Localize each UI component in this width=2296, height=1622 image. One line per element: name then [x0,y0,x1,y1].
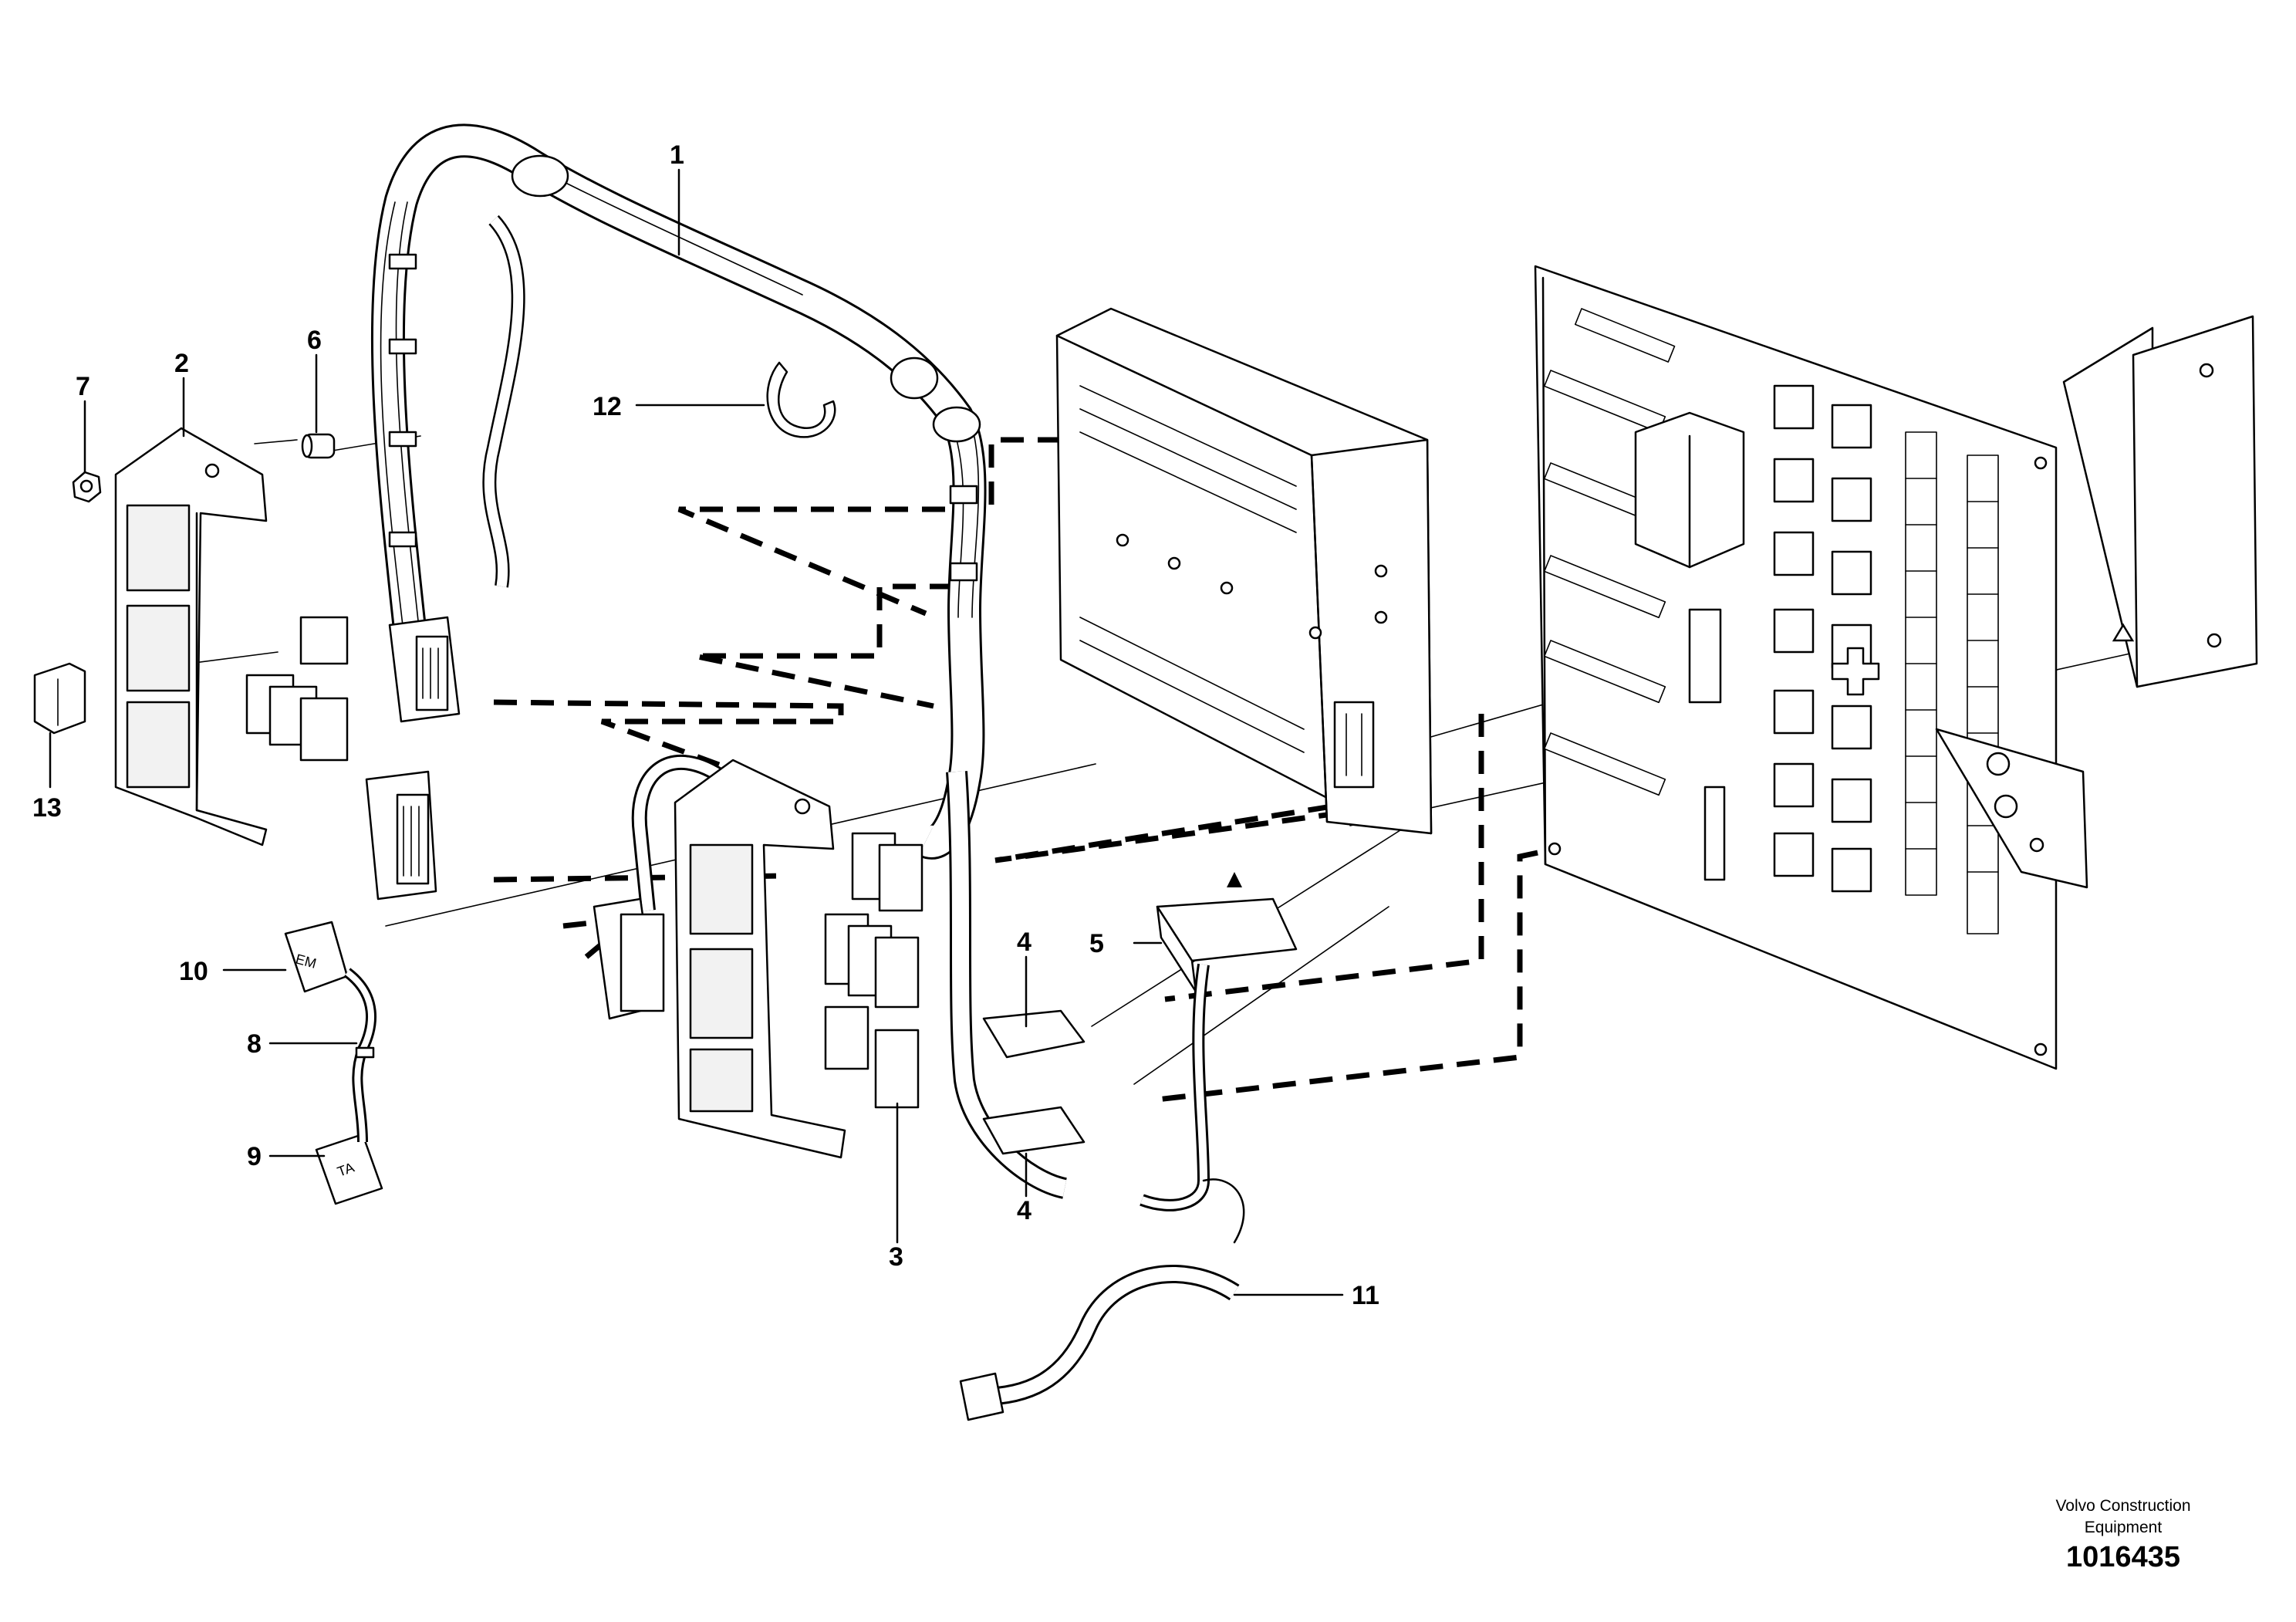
cable-harness-em-ta [284,921,383,1205]
footer: Volvo Construction Equipment 1016435 [2055,1497,2190,1573]
label-12: 12 [593,392,622,421]
arrow-up-icon [2112,623,2135,642]
label-8: 8 [247,1029,262,1059]
spacer [301,433,336,459]
relays-center [824,832,923,1109]
arrow-up-icon [1227,872,1242,887]
label-13: 13 [32,793,62,823]
drawing-number: 1016435 [2066,1541,2180,1573]
relays-left [245,616,349,762]
label-3: 3 [889,1242,903,1272]
nut [72,471,102,503]
label-6: 6 [307,326,322,355]
label-2: 2 [174,349,189,378]
label-4-upper: 4 [1017,928,1032,957]
company-name-line1: Volvo Construction [2055,1497,2190,1515]
label-10: 10 [179,957,208,986]
company-name-line2: Equipment [2085,1519,2163,1536]
harness-connectors [982,1009,1086,1155]
harness-connector-upper [388,616,461,723]
hose-clip [766,361,836,438]
control-unit [1055,307,1433,835]
cover-plate [2062,315,2258,688]
circuit-board [1534,265,2088,1070]
label-5: 5 [1089,929,1104,958]
multipin-connector [1140,897,1298,1244]
plug-connector [33,662,86,735]
main-wiring-harness [370,123,1068,1199]
part-labels: 1 2 3 4 4 5 6 7 8 9 10 11 12 13 [32,140,1379,1310]
cable-assembly [959,1265,1240,1421]
label-11: 11 [1352,1281,1379,1310]
relay-bracket-center [593,759,846,1159]
label-9: 9 [247,1142,262,1171]
harness-connector-lower [365,770,437,901]
label-1: 1 [670,140,684,170]
relay-bracket-left [114,427,268,846]
leader-lines [49,168,1344,1296]
label-7: 7 [76,372,90,401]
label-4-lower: 4 [1017,1196,1032,1225]
